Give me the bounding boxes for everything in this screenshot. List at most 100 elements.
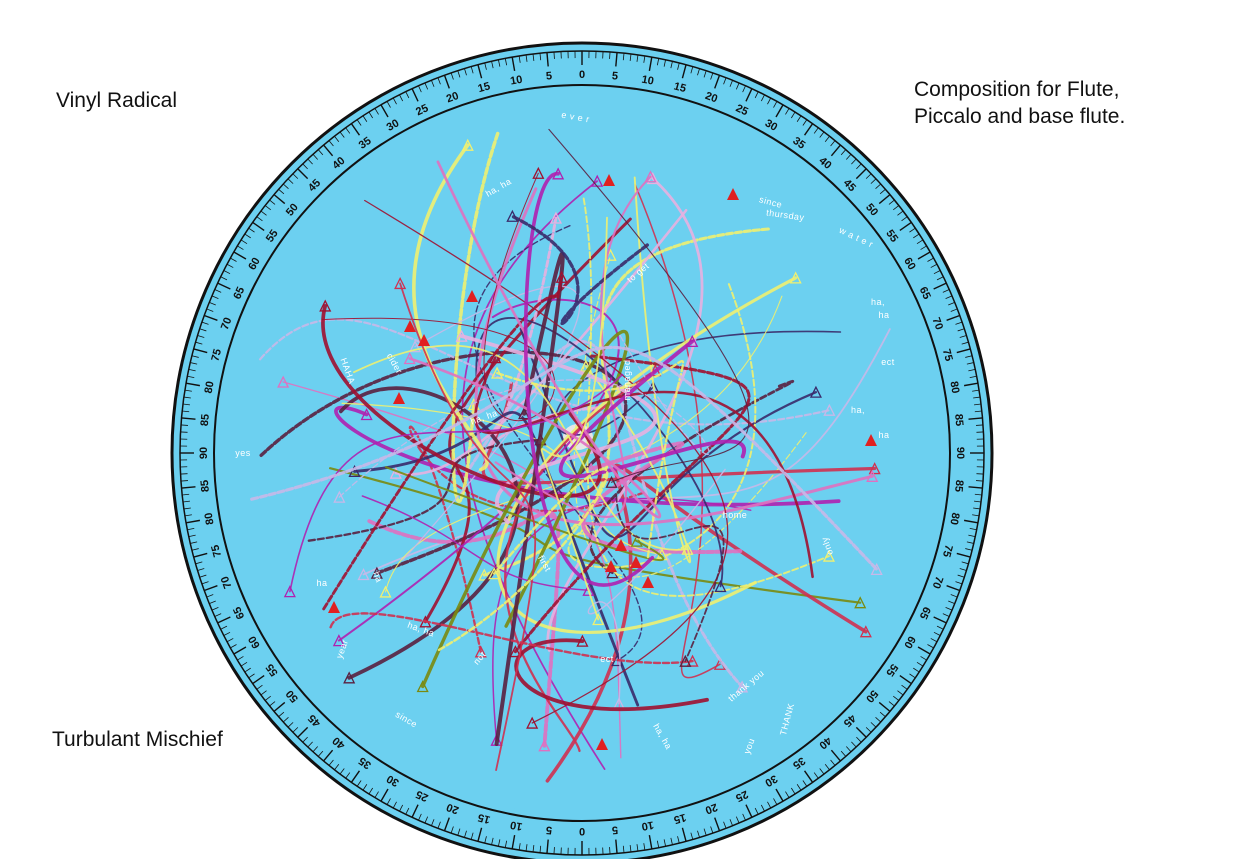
ring-tick bbox=[790, 787, 796, 795]
ring-tick bbox=[957, 328, 965, 332]
ring-tick bbox=[930, 638, 938, 643]
ring-tick bbox=[656, 58, 660, 66]
ring-tick bbox=[362, 784, 368, 791]
ring-tick bbox=[648, 834, 653, 850]
ring-tick bbox=[959, 335, 967, 338]
ring-tick bbox=[870, 722, 877, 728]
ring-tick bbox=[328, 140, 334, 147]
ring-tick bbox=[443, 75, 450, 89]
scale-number: 30 bbox=[385, 772, 402, 789]
composition-marks bbox=[328, 174, 877, 750]
stroke-arrowhead bbox=[283, 585, 296, 598]
ring-tick bbox=[350, 123, 361, 136]
scale-number: 15 bbox=[672, 811, 687, 826]
ring-tick bbox=[760, 804, 765, 812]
ring-tick bbox=[973, 507, 981, 510]
stroke-arrowhead bbox=[389, 466, 402, 479]
ring-tick bbox=[518, 55, 521, 63]
stroke-arrowhead bbox=[319, 299, 332, 312]
ring-tick bbox=[339, 131, 345, 138]
scale-number: 0 bbox=[579, 69, 585, 81]
ring-tick bbox=[190, 362, 198, 365]
red-marker bbox=[865, 434, 877, 446]
title-vinyl-radical: Vinyl Radical bbox=[56, 89, 178, 112]
ring-tick bbox=[690, 832, 694, 840]
ring-tick bbox=[188, 369, 196, 372]
scale-number: 75 bbox=[940, 348, 955, 363]
ring-tick bbox=[226, 638, 234, 643]
ring-tick bbox=[775, 788, 784, 802]
ring-tick bbox=[920, 245, 927, 250]
ring-tick bbox=[697, 68, 700, 76]
ring-tick bbox=[195, 341, 203, 345]
ring-tick bbox=[803, 123, 814, 136]
ring-tick bbox=[470, 832, 474, 840]
ring-tick bbox=[973, 396, 981, 399]
scale-number: 85 bbox=[952, 479, 965, 492]
ring-tick bbox=[636, 54, 639, 62]
stroke-arrowhead bbox=[576, 634, 589, 647]
ring-tick bbox=[457, 828, 461, 836]
ring-tick bbox=[615, 839, 618, 854]
ring-tick bbox=[936, 625, 944, 630]
ring-tick bbox=[927, 644, 934, 649]
ring-tick bbox=[824, 135, 830, 142]
ring-tick bbox=[546, 52, 549, 67]
composition-stroke bbox=[307, 438, 542, 542]
ring-tick bbox=[260, 690, 267, 696]
ring-tick bbox=[282, 717, 289, 723]
ring-tick bbox=[450, 826, 454, 834]
red-marker bbox=[615, 539, 627, 551]
composition-stroke bbox=[615, 494, 725, 663]
ring-tick bbox=[380, 104, 389, 118]
ring-tick bbox=[846, 153, 852, 160]
composition-stroke bbox=[361, 495, 590, 592]
ring-tick bbox=[317, 750, 324, 757]
lyric-word: ect bbox=[600, 654, 614, 664]
composition-stroke bbox=[421, 329, 630, 689]
ring-tick bbox=[888, 199, 895, 205]
ring-tick bbox=[972, 514, 980, 517]
ring-tick bbox=[197, 335, 205, 338]
ring-tick bbox=[518, 843, 521, 851]
ring-tick bbox=[260, 210, 267, 216]
ring-tick bbox=[217, 616, 231, 624]
ring-tick bbox=[411, 88, 419, 102]
composition-stroke bbox=[289, 373, 624, 593]
ring-tick bbox=[457, 70, 461, 78]
stroke-arrowhead bbox=[555, 270, 568, 283]
ring-tick bbox=[796, 115, 802, 122]
ring-tick bbox=[930, 263, 938, 268]
scale-number: 5 bbox=[611, 70, 618, 82]
ring-tick bbox=[269, 701, 276, 707]
ring-tick bbox=[223, 270, 231, 275]
composition-stroke bbox=[364, 199, 729, 724]
composition-stroke bbox=[322, 275, 564, 611]
stroke-arrowhead bbox=[455, 329, 468, 342]
ring-tick bbox=[950, 594, 958, 598]
red-marker bbox=[596, 738, 608, 750]
ring-tick bbox=[622, 845, 625, 853]
ring-tick bbox=[187, 527, 195, 531]
ring-tick bbox=[350, 770, 361, 783]
scale-number: 70 bbox=[219, 316, 234, 332]
ring-tick bbox=[901, 684, 908, 690]
ring-tick bbox=[380, 788, 389, 802]
lyric-word: ha bbox=[878, 430, 889, 440]
lyric-word: ha bbox=[878, 310, 889, 320]
ring-tick bbox=[785, 108, 790, 115]
ring-tick bbox=[681, 827, 687, 842]
composition-stroke bbox=[567, 283, 757, 569]
stroke-arrowhead bbox=[506, 209, 519, 222]
ring-tick bbox=[206, 308, 214, 312]
ring-tick bbox=[411, 804, 419, 818]
ring-tick bbox=[182, 410, 190, 413]
stroke-arrowhead bbox=[478, 568, 491, 581]
scale-number: 80 bbox=[203, 512, 217, 526]
composition-stroke bbox=[554, 330, 842, 436]
scale-number: 5 bbox=[545, 70, 552, 82]
stroke-arrowhead bbox=[360, 408, 373, 421]
composition-stroke bbox=[451, 131, 500, 503]
scale-number: 80 bbox=[203, 380, 217, 394]
